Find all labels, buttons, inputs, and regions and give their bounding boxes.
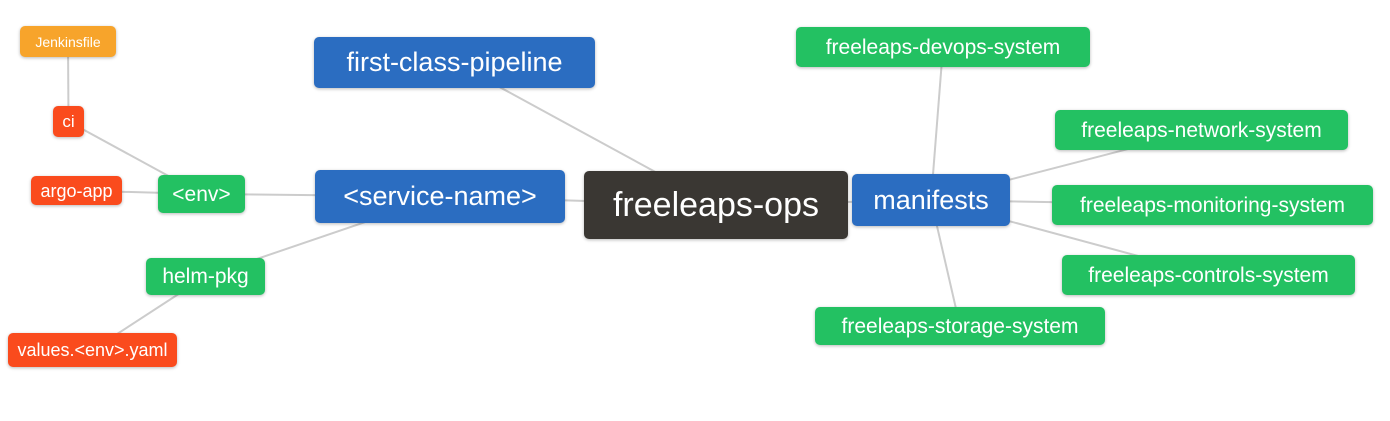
- node-helm-pkg[interactable]: helm-pkg: [146, 258, 265, 295]
- node-argo-app[interactable]: argo-app: [31, 176, 122, 205]
- node-first-class-pipeline[interactable]: first-class-pipeline: [314, 37, 595, 88]
- node-ci[interactable]: ci: [53, 106, 84, 137]
- node-service-name[interactable]: <service-name>: [315, 170, 565, 223]
- node-freeleaps-ops[interactable]: freeleaps-ops: [584, 171, 848, 239]
- node-env[interactable]: <env>: [158, 175, 245, 213]
- node-manifests[interactable]: manifests: [852, 174, 1010, 226]
- node-jenkinsfile[interactable]: Jenkinsfile: [20, 26, 116, 57]
- node-values-env-yaml[interactable]: values.<env>.yaml: [8, 333, 177, 367]
- node-freeleaps-network-system[interactable]: freeleaps-network-system: [1055, 110, 1348, 150]
- node-freeleaps-controls-system[interactable]: freeleaps-controls-system: [1062, 255, 1355, 295]
- node-freeleaps-monitoring-system[interactable]: freeleaps-monitoring-system: [1052, 185, 1373, 225]
- node-freeleaps-devops-system[interactable]: freeleaps-devops-system: [796, 27, 1090, 67]
- node-freeleaps-storage-system[interactable]: freeleaps-storage-system: [815, 307, 1105, 345]
